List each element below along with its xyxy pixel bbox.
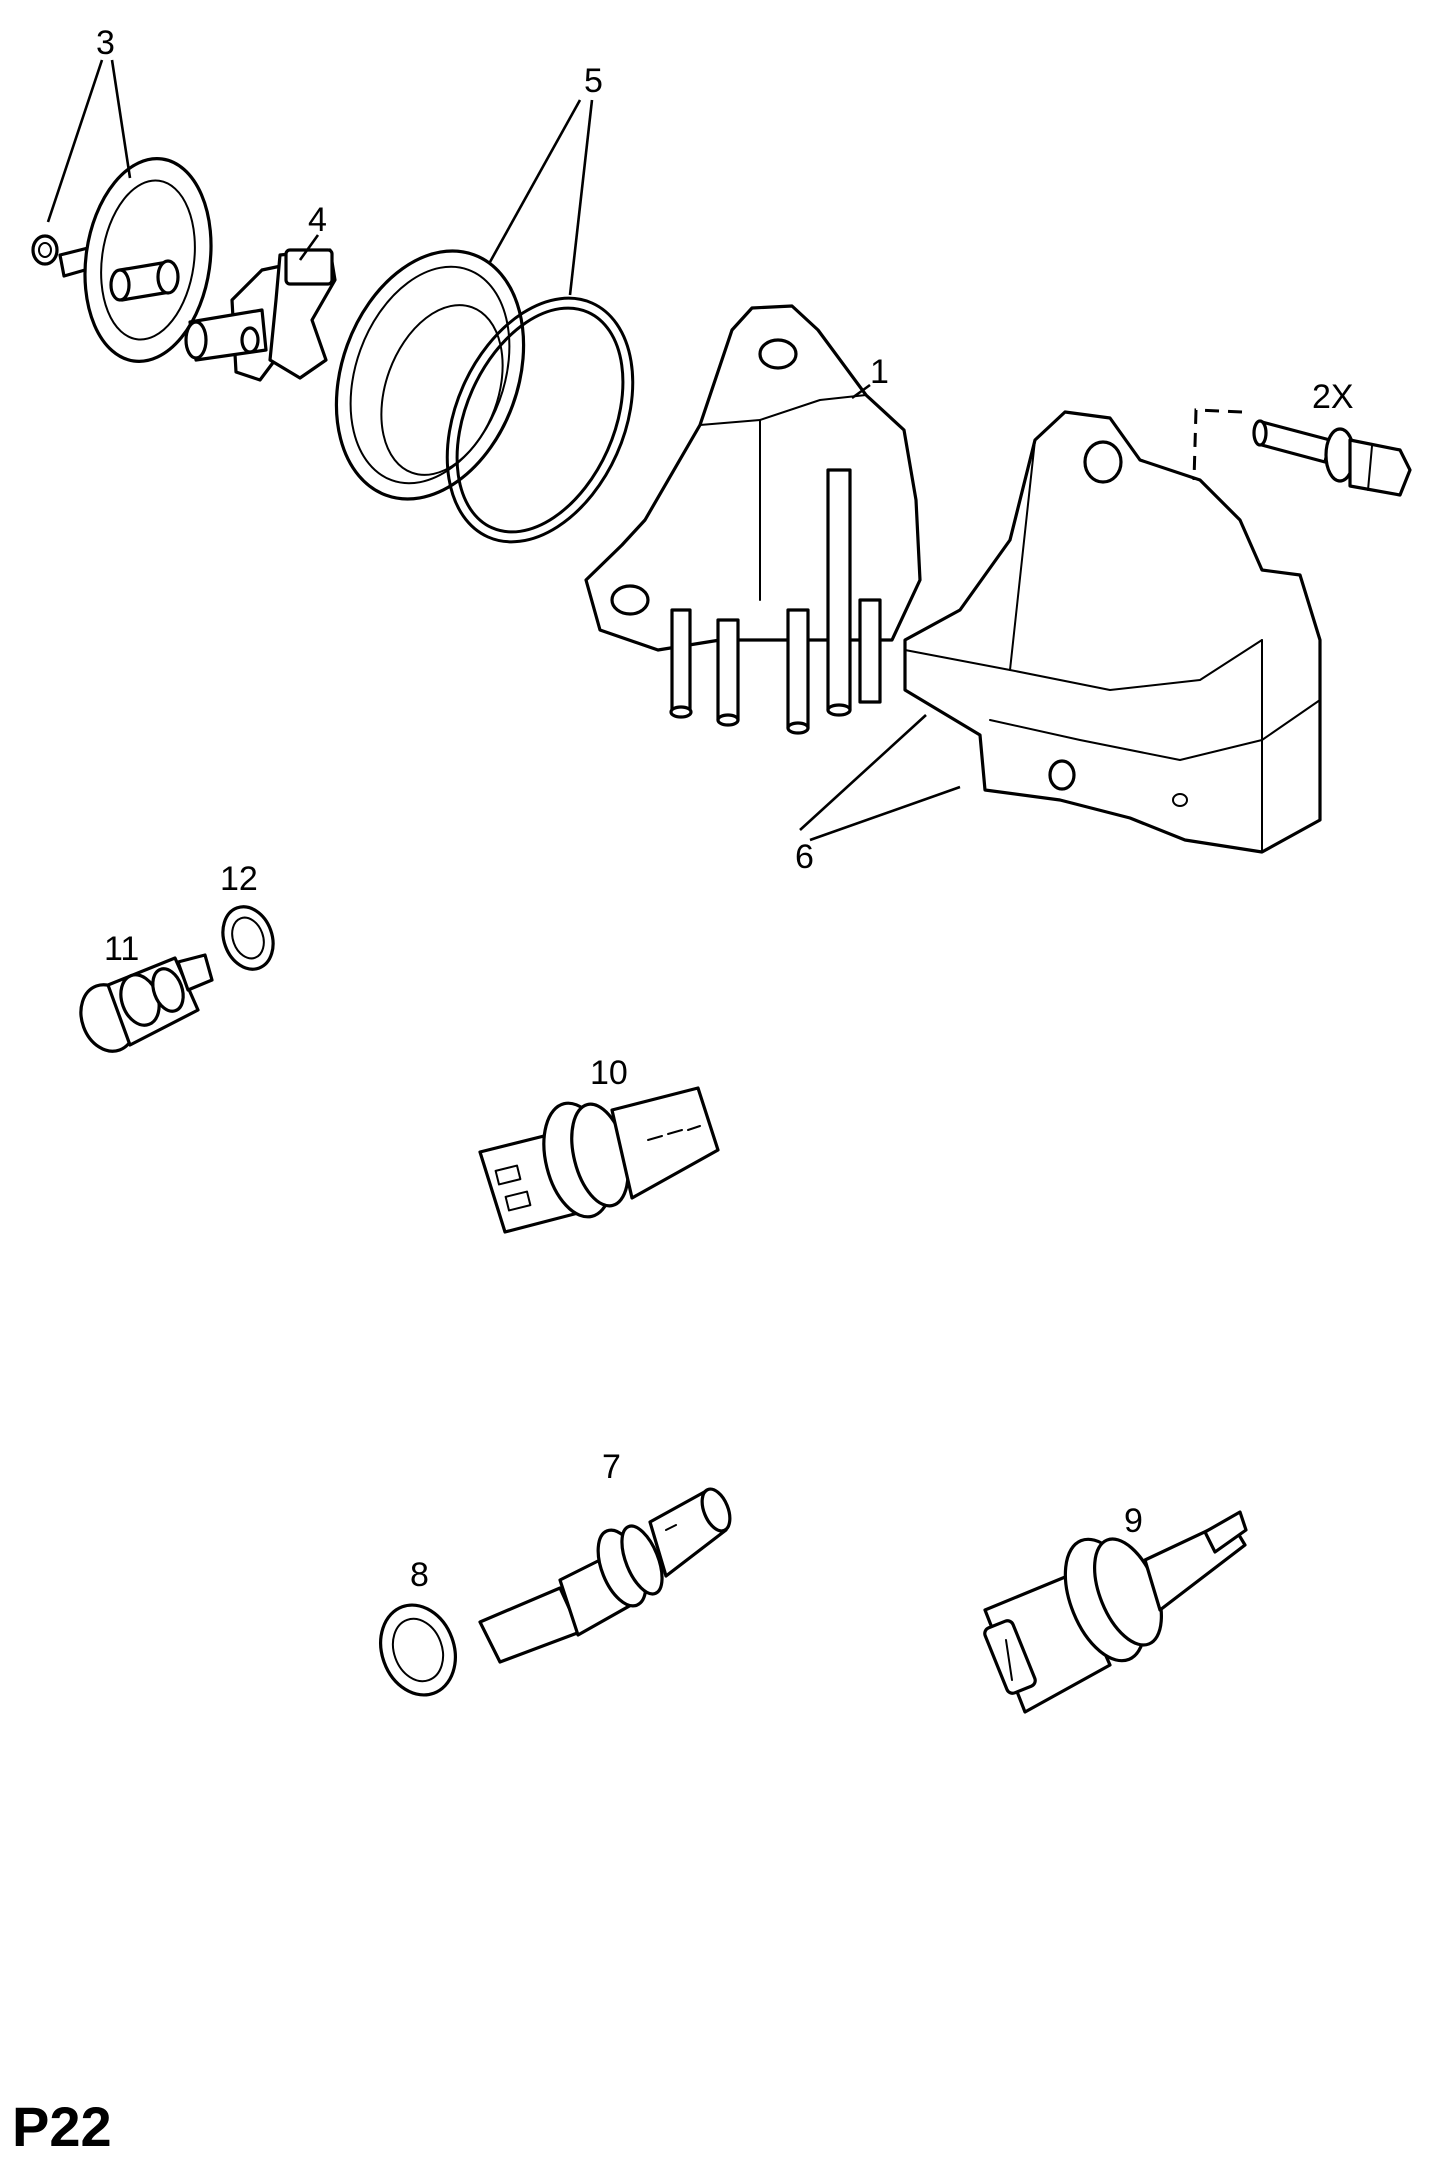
part-10-sensor bbox=[478, 1086, 720, 1234]
callout-6: 6 bbox=[795, 838, 814, 876]
part-7-sensor bbox=[478, 1487, 732, 1664]
leader-lines bbox=[46, 59, 961, 842]
callout-5: 5 bbox=[584, 62, 603, 100]
callout-8: 8 bbox=[410, 1556, 429, 1594]
part-8-seal bbox=[379, 1603, 457, 1697]
callout-labels: 3 4 5 1 2X 6 12 11 10 7 8 9 bbox=[96, 24, 1354, 1594]
callout-9: 9 bbox=[1124, 1502, 1143, 1540]
part-3-rotor bbox=[31, 157, 213, 363]
callout-10: 10 bbox=[590, 1054, 628, 1092]
callout-3: 3 bbox=[96, 24, 115, 62]
part-6-ignition-coil bbox=[903, 410, 1322, 854]
callout-2x: 2X bbox=[1312, 378, 1354, 416]
part-5-seals bbox=[334, 249, 635, 544]
callout-12: 12 bbox=[220, 860, 258, 898]
part-12-washer bbox=[221, 905, 275, 971]
page-code: P22 bbox=[12, 2095, 112, 2158]
part-4-pickup bbox=[184, 248, 337, 382]
part-9-sender bbox=[983, 1510, 1248, 1714]
callout-11: 11 bbox=[104, 930, 139, 968]
callout-4: 4 bbox=[308, 201, 327, 239]
part-2x-bolt bbox=[1192, 408, 1412, 497]
callout-1: 1 bbox=[870, 353, 889, 391]
part-11-sensor bbox=[79, 953, 214, 1053]
part-1-distributor-cap bbox=[584, 304, 922, 735]
callout-7: 7 bbox=[602, 1448, 621, 1486]
